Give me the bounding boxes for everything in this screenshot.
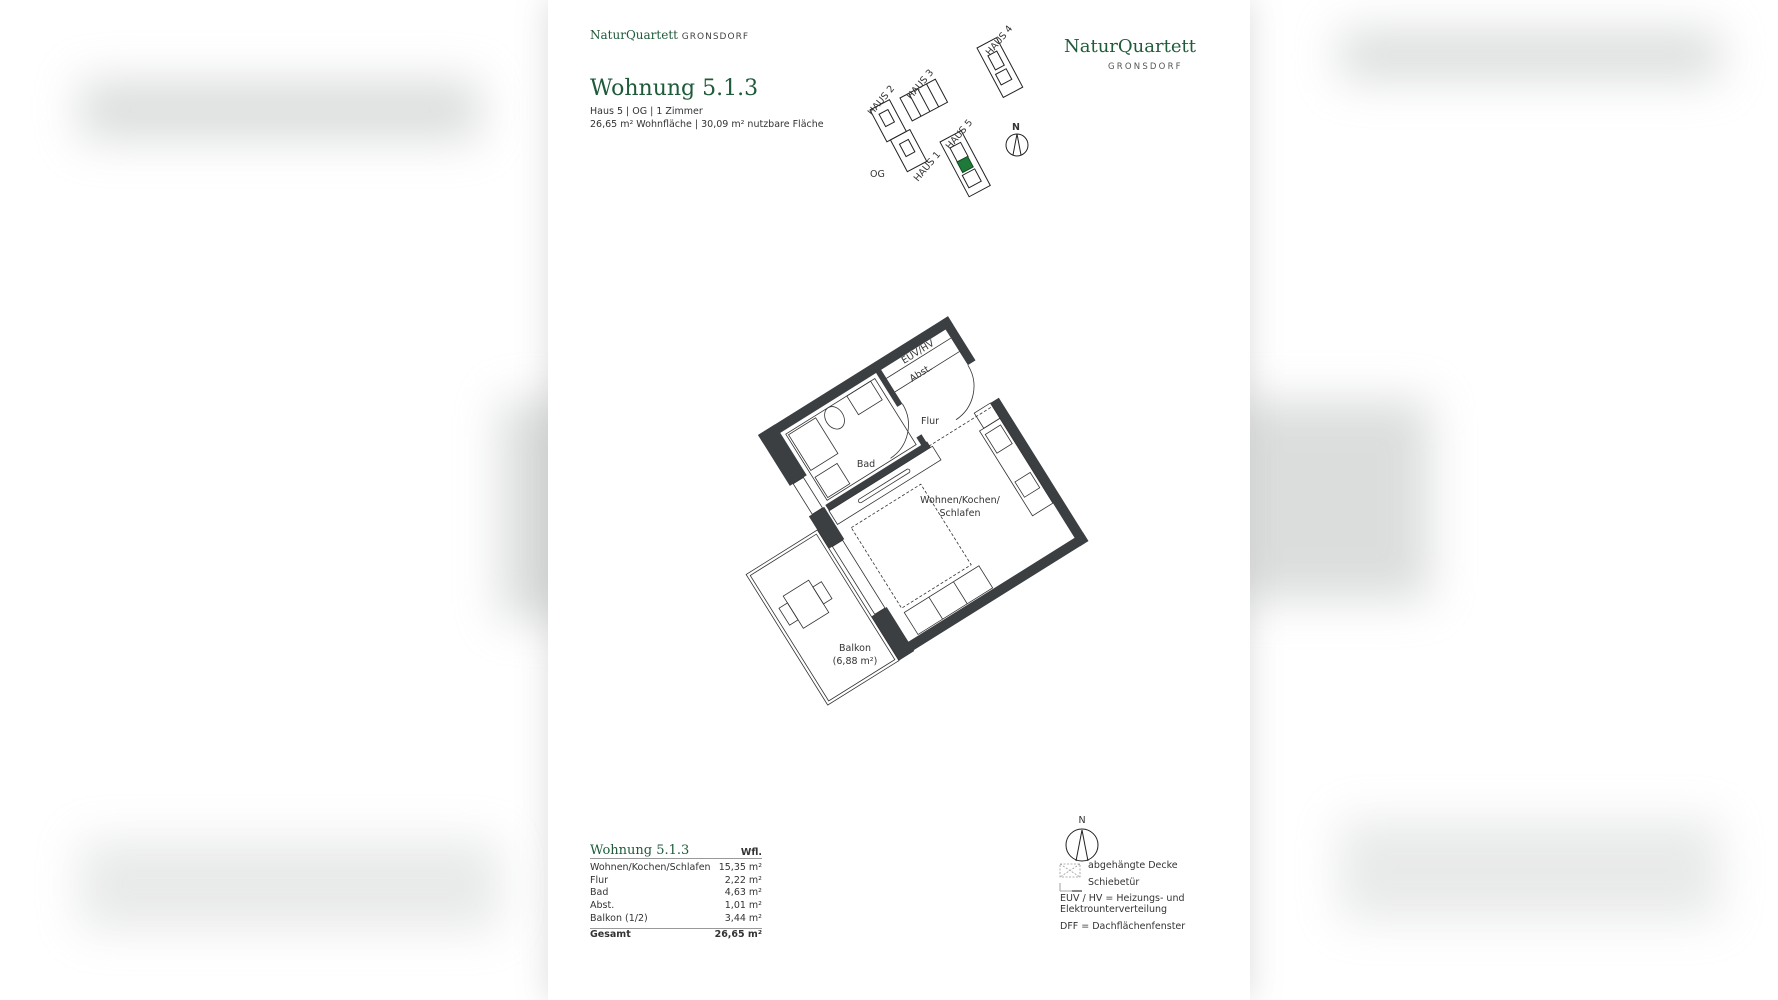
house-label: HAUS 4: [984, 24, 1015, 58]
table-row: Bad 4,63 m²: [590, 887, 762, 900]
balcony-chair: [812, 581, 833, 605]
legend-north-arrow-icon: [1065, 828, 1099, 862]
ceiling-edge: [928, 406, 993, 447]
euv-line: [886, 337, 952, 379]
table-column-header: Wfl.: [740, 847, 762, 858]
kitchen-counter: [978, 417, 1054, 517]
logo: NaturQuartett: [1064, 36, 1196, 57]
total-label: Gesamt: [590, 929, 631, 941]
floor-label: OG: [870, 169, 885, 180]
background-blur: [1340, 820, 1720, 920]
balcony: [745, 529, 900, 706]
house-label: HAUS 3: [905, 68, 936, 102]
room-label-balkon: Balkon: [839, 643, 871, 654]
legend-dff: DFF = Dachflächenfenster: [1060, 921, 1186, 932]
site-north-label: N: [1012, 122, 1020, 133]
legend-item-ceiling: abgehängte Decke: [1060, 860, 1185, 874]
bed: [850, 483, 972, 609]
room-name: Balkon (1/2): [590, 912, 648, 924]
site-plan: [869, 36, 1029, 198]
legend-item-sliding-door: Schiebetür: [1060, 874, 1185, 893]
room-label-flur: Flur: [921, 416, 939, 427]
room-label-balkon-area: (6,88 m²): [833, 656, 878, 667]
small-logo: NaturQuartett GRONSDORF: [590, 28, 749, 42]
legend-label: Schiebetür: [1088, 877, 1140, 888]
room-label-bad: Bad: [857, 459, 875, 470]
house-3-outline: [899, 78, 949, 122]
clothes-rail: [857, 468, 911, 504]
small-logo-brand: NaturQuartett: [590, 28, 678, 42]
legend-north-label: N: [1078, 815, 1085, 826]
room-area: 15,35 m²: [718, 862, 762, 873]
highlighted-unit: [956, 155, 974, 174]
background-blur: [80, 80, 480, 140]
balcony-table: [782, 579, 830, 629]
legend-label: abgehängte Decke: [1088, 860, 1178, 871]
stove: [984, 424, 1013, 454]
washing-machine: [814, 462, 851, 499]
wardrobe: [828, 445, 942, 526]
entrance-door-swing: [955, 364, 975, 421]
room-label-abst: Abst.: [908, 362, 934, 384]
room-name: Wohnen/Kochen/Schlafen: [590, 862, 711, 873]
floor-plan: [745, 316, 1089, 706]
window: [792, 476, 823, 515]
logo-place: GRONSDORF: [1108, 62, 1183, 72]
hatch-ceiling-icon: [1059, 863, 1081, 878]
legend-euv-line2: Elektrounterverteilung: [1060, 904, 1168, 915]
background-blur: [1340, 30, 1720, 80]
sink: [846, 380, 883, 416]
shower: [787, 417, 839, 471]
room-area: 3,44 m²: [724, 912, 762, 924]
room-label-wohnen: Wohnen/Kochen/: [920, 495, 1000, 506]
page-title: Wohnung 5.1.3: [590, 76, 759, 101]
bath-door-swing: [890, 403, 909, 459]
background-blur: [1230, 400, 1430, 600]
toilet: [824, 406, 845, 430]
bathroom-interior: [785, 377, 917, 501]
kitchen-sink: [1014, 471, 1041, 498]
room-name: Flur: [590, 874, 609, 886]
table-row: Wohnen/Kochen/Schlafen 15,35 m²: [590, 862, 762, 875]
north-arrow-icon: [1005, 133, 1029, 157]
room-label-schlafen: Schlafen: [940, 508, 981, 519]
balcony-door: [831, 539, 886, 615]
subtitle-line1: Haus 5 | OG | 1 Zimmer: [590, 106, 703, 117]
total-area: 26,65 m²: [714, 929, 762, 941]
sliding-door-icon: [1059, 883, 1082, 892]
subtitle-line2: 26,65 m² Wohnfläche | 30,09 m² nutzbare …: [590, 119, 824, 130]
area-table: Wohnung 5.1.3 Wfl. Wohnen/Kochen/Schlafe…: [590, 840, 762, 942]
table-title: Wohnung 5.1.3: [590, 843, 690, 858]
background-blur: [80, 840, 500, 930]
house-2-outline: [869, 98, 928, 173]
room-name: Bad: [590, 887, 609, 899]
table-total-row: Gesamt 26,65 m²: [590, 928, 762, 942]
balcony-chair: [778, 602, 799, 626]
room-name: Abst.: [590, 900, 615, 912]
table-row: Abst. 1,01 m²: [590, 900, 762, 913]
room-area: 1,01 m²: [724, 900, 762, 912]
walls: [758, 316, 1089, 661]
sofa: [903, 565, 994, 636]
house-4-outline: [976, 36, 1024, 99]
table-row: Flur 2,22 m²: [590, 875, 762, 888]
house-5-outline: [939, 130, 991, 198]
floor-plan-sheet: NaturQuartett GRONSDORF Wohnung 5.1.3 Ha…: [548, 0, 1250, 1000]
legend-euv-line1: EUV / HV = Heizungs- und: [1060, 893, 1185, 904]
room-area: 2,22 m²: [724, 874, 762, 886]
small-logo-place: GRONSDORF: [681, 32, 749, 42]
room-area: 4,63 m²: [724, 887, 762, 899]
legend: abgehängte Decke Schiebetür EUV / HV = H…: [1060, 860, 1185, 932]
table-row: Balkon (1/2) 3,44 m²: [590, 913, 762, 926]
house-label: HAUS 5: [944, 118, 975, 152]
abst-wall: [894, 351, 960, 393]
